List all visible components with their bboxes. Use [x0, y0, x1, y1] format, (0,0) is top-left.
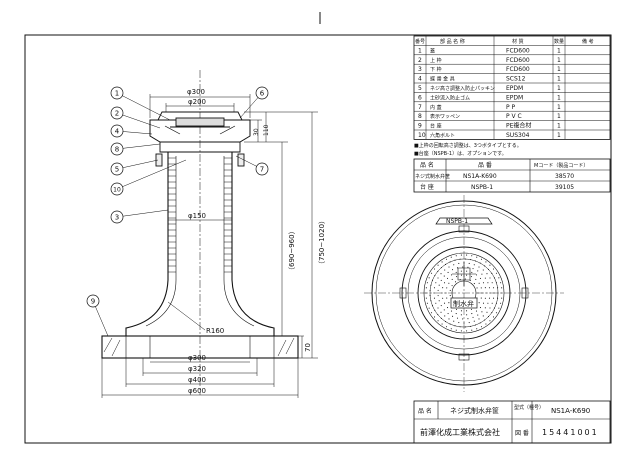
- parts-cell: 土砂流入防止ゴム: [430, 94, 470, 101]
- model-row-code: 39105: [555, 184, 574, 191]
- parts-cell: 1: [557, 132, 561, 139]
- model-header-code: Mコード（製品コード）: [534, 162, 588, 169]
- model-header-part: 品 番: [478, 162, 492, 169]
- parts-cell: 1: [418, 47, 422, 54]
- parts-cell: 5: [418, 85, 422, 92]
- parts-cell: 蝶 番 金 具: [430, 76, 455, 83]
- parts-header: 材 質: [512, 38, 524, 45]
- parts-header: 備 考: [582, 38, 594, 45]
- parts-cell: EPDM: [506, 85, 523, 92]
- parts-cell: 1: [557, 66, 561, 73]
- parts-cell: 1: [557, 104, 561, 111]
- parts-cell: 1: [557, 85, 561, 92]
- parts-cell: 3: [418, 66, 422, 73]
- parts-cell: 下 枠: [430, 66, 442, 73]
- title-name: ネジ式制水弁筐: [450, 406, 499, 415]
- parts-cell: ネジ高さ調整入防止パッキン: [430, 85, 495, 92]
- parts-cell: PE複合材: [506, 122, 531, 130]
- dim-base-opening: φ300: [188, 354, 206, 362]
- model-row-part: NSPB-1: [471, 184, 493, 191]
- dim-base-1: φ320: [188, 365, 206, 373]
- parts-cell: 1: [557, 94, 561, 101]
- title-drawing-no: 15441001: [542, 428, 599, 437]
- parts-cell: 7: [418, 104, 422, 111]
- callout-4: 4: [115, 128, 120, 136]
- callout-10: 10: [113, 187, 121, 194]
- model-row-part: NS1A-K690: [463, 173, 497, 180]
- drawing-frame: [24, 34, 612, 444]
- plan-badge: NSPB-1: [446, 218, 468, 225]
- dim-base-height: 70: [304, 343, 312, 352]
- parts-cell: 1: [557, 57, 561, 64]
- dim-pipe: φ150: [188, 212, 206, 220]
- dim-lid-110: 110: [263, 124, 270, 136]
- parts-cell: 2: [418, 57, 422, 64]
- parts-cell: SUS304: [506, 132, 530, 139]
- dimension-labels: φ300 φ200 φ150 φ300 φ320 φ400 φ600 R160 …: [187, 88, 326, 395]
- title-model-label: 型式（種号）: [514, 404, 544, 411]
- parts-cell: P P: [506, 104, 516, 111]
- callout-5: 5: [115, 166, 119, 174]
- parts-cell: 1: [557, 113, 561, 120]
- plan-center-text: 制水弁: [453, 299, 474, 308]
- dim-top-outer: φ300: [187, 88, 205, 96]
- dim-radius: R160: [206, 327, 224, 335]
- model-row-name: ネジ式制水弁筐: [415, 173, 450, 180]
- parts-cell: P V C: [506, 113, 522, 120]
- dim-lid-30: 30: [253, 128, 260, 136]
- parts-header: 番号: [415, 38, 425, 45]
- parts-cell: 1: [557, 76, 561, 83]
- parts-cell: 台 座: [430, 123, 442, 130]
- title-company: 前澤化成工業株式会社: [420, 427, 500, 437]
- parts-cell: 蓋: [430, 47, 435, 54]
- parts-cell: 内 蓋: [430, 104, 442, 111]
- dim-height-range-1: （690~960）: [288, 227, 296, 274]
- section-view: [101, 70, 299, 395]
- note-1: ■上枠の回転高さ調整は、3つボタイプとする。: [414, 142, 522, 149]
- parts-cell: FCD600: [506, 57, 530, 64]
- callout-1: 1: [115, 90, 119, 98]
- title-drawing-label: 図 番: [515, 430, 529, 437]
- parts-cell: FCD600: [506, 47, 530, 54]
- dim-height-range-2: （750~1020）: [318, 217, 326, 268]
- model-table: 品 名 品 番 Mコード（製品コード） ネジ式制水弁筐 NS1A-K690 38…: [413, 158, 611, 193]
- parts-header: 数量: [554, 38, 564, 45]
- title-name-label: 品 名: [418, 407, 432, 415]
- parts-cell: 1: [557, 123, 561, 130]
- parts-table: 番号 部 品 名 称 材 質 数量 備 考 1 蓋 FCD600 1 2 上 枠 FCD600 1 3 下 …: [413, 35, 611, 140]
- model-row-code: 38570: [555, 173, 574, 180]
- dim-base-2: φ400: [188, 376, 206, 384]
- callouts: 1 2 4 8 5 10 3 9 6 7: [86, 86, 269, 337]
- plan-view: [364, 195, 564, 392]
- parts-cell: SCS12: [506, 76, 526, 83]
- title-block: 品 名 ネジ式制水弁筐 型式（種号） NS1A-K690 前澤化成工業株式会社 …: [413, 400, 611, 444]
- callout-7: 7: [260, 166, 264, 174]
- dim-base-3: φ600: [188, 387, 206, 395]
- parts-cell: 9: [418, 123, 422, 130]
- parts-cell: EPDM: [506, 94, 523, 101]
- callout-9: 9: [91, 298, 95, 306]
- note-2: ■台座（NSPB-1）は、オプションです。: [414, 150, 507, 157]
- model-row-name: 台 座: [420, 183, 434, 191]
- parts-cell: 8: [418, 113, 422, 120]
- dim-top-inner: φ200: [188, 98, 206, 106]
- callout-6: 6: [260, 90, 265, 98]
- callout-3: 3: [115, 214, 119, 222]
- parts-cell: 六角ボルト: [430, 132, 455, 139]
- callout-8: 8: [115, 146, 119, 154]
- parts-cell: 10: [418, 132, 426, 139]
- parts-cell: 4: [418, 76, 422, 83]
- title-model: NS1A-K690: [551, 407, 590, 415]
- parts-cell: 6: [418, 94, 422, 101]
- parts-cell: 表示ワッペン: [430, 113, 460, 120]
- dimension-lines: [101, 94, 318, 398]
- model-header-name: 品 名: [420, 161, 434, 169]
- parts-cell: FCD600: [506, 66, 530, 73]
- parts-cell: 1: [557, 47, 561, 54]
- callout-2: 2: [115, 110, 119, 118]
- parts-cell: 上 枠: [430, 57, 442, 64]
- parts-header: 部 品 名 称: [440, 38, 465, 45]
